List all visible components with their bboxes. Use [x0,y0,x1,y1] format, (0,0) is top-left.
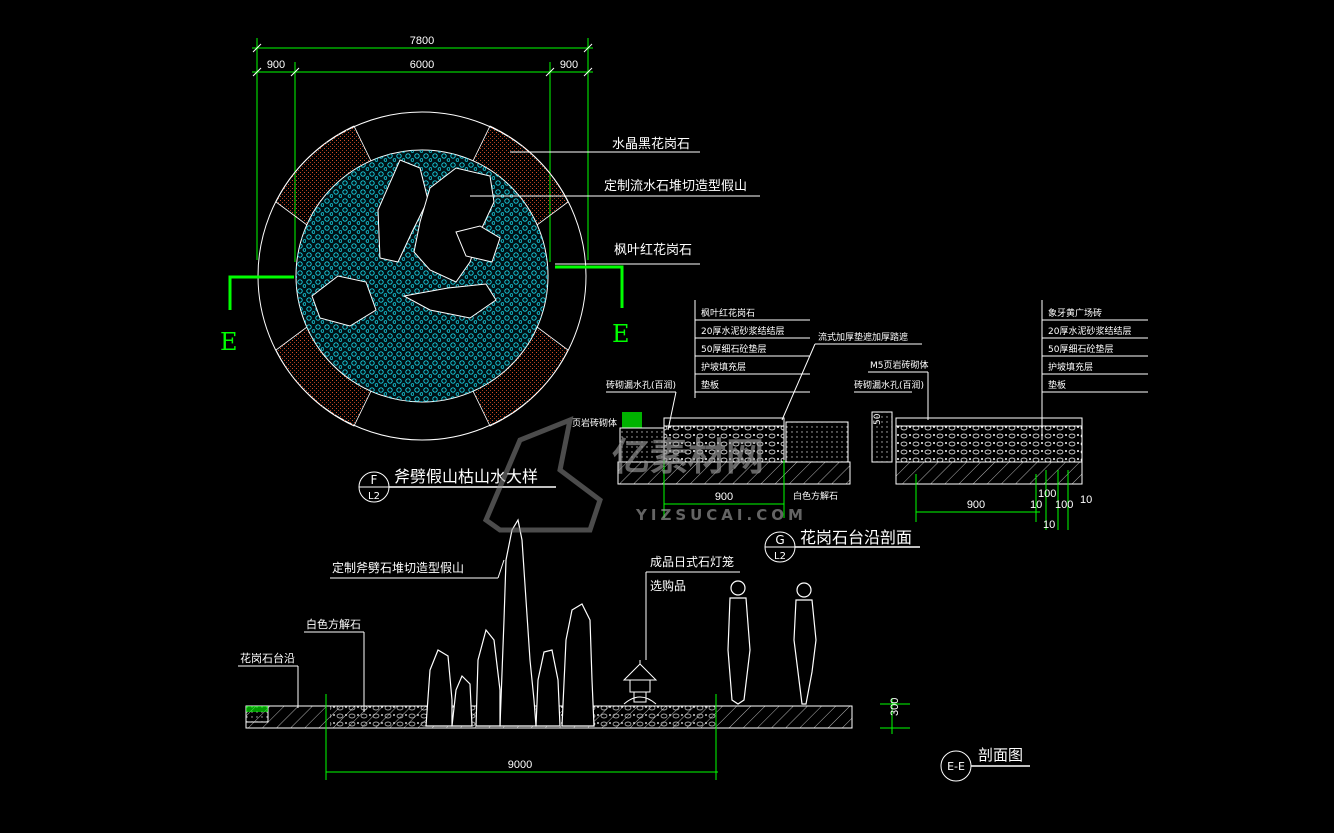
elevation-dimensions: 9000 300 [325,694,910,780]
elevation-lantern-line1: 成品日式石灯笼 [650,554,734,569]
svg-text:枫叶红花岗石: 枫叶红花岗石 [701,307,755,319]
curb-right-labels: 象牙黄广场砖 20厚水泥砂浆结结层 50厚细石砼垫层 护坡填充层 垫板 [1041,300,1148,440]
svg-text:900: 900 [967,499,985,511]
plan-view: 7800 6000 900 900 水晶黑花岗石 定制流水石 [220,35,760,503]
svg-text:L2: L2 [774,551,786,562]
svg-text:100: 100 [1055,499,1073,511]
svg-text:E-E: E-E [947,760,965,773]
svg-text:900: 900 [715,491,733,503]
elevation-curb-label: 花岗石台沿 [240,651,295,665]
svg-text:100: 100 [1038,488,1056,500]
plan-dim-middle: 6000 [410,59,434,71]
svg-text:50厚细石砼垫层: 50厚细石砼垫层 [701,343,766,355]
curb-left-labels: 枫叶红花岗石 20厚水泥砂浆结结层 50厚细石砼垫层 护坡填充层 垫板 [694,300,810,398]
curb-title: G L2 花岗石台沿剖面 [764,528,920,563]
svg-text:护坡填充层: 护坡填充层 [1048,361,1093,373]
curb-title-text: 花岗石台沿剖面 [800,528,912,547]
callout-rockery: 定制流水石堆切造型假山 [604,179,747,194]
plan-dim-total: 7800 [410,35,434,47]
elevation-title: E-E 剖面图 [940,746,1030,782]
callout-maple-red: 枫叶红花岗石 [614,242,692,258]
svg-text:护坡填充层: 护坡填充层 [701,361,746,373]
plan-dim-right: 900 [560,59,578,71]
stone-lantern [622,660,658,705]
svg-text:E: E [220,328,238,356]
watermark-main: 亿素材网 [612,435,764,479]
rockery-elevation [425,518,595,727]
svg-text:G: G [775,533,784,547]
callout-crystal-black: 水晶黑花岗石 [612,136,690,152]
svg-text:垫板: 垫板 [701,379,719,391]
figure-woman [793,582,817,705]
curb-drain-left: 砖砌漏水孔(百润) [606,379,676,391]
svg-text:垫板: 垫板 [1048,379,1066,391]
plan-dim-left: 900 [267,59,285,71]
svg-text:50厚细石砼垫层: 50厚细石砼垫层 [1048,343,1113,355]
section-marker-left: E [220,275,294,356]
granite-segments [275,125,569,427]
curb-left-side-label: 页岩砖砌体 [572,417,617,429]
section-marker-right: E [555,265,630,348]
curb-section: 枫叶红花岗石 20厚水泥砂浆结结层 50厚细石砼垫层 护坡填充层 垫板 象牙黄广… [572,300,1148,563]
elevation-title-text: 剖面图 [978,746,1023,764]
svg-text:20厚水泥砂浆结结层: 20厚水泥砂浆结结层 [1048,325,1131,337]
elevation-dim-width: 9000 [508,759,532,771]
elevation-lantern-line2: 选购品 [650,578,686,593]
elevation-white-stone-label: 白色方解石 [306,617,361,631]
plan-title-text: 斧劈假山枯山水大样 [394,467,538,486]
plan-title: F L2 斧劈假山枯山水大样 [358,467,556,503]
elevation-dim-height: 300 [889,698,901,716]
elevation-rockery-label: 定制斧劈石堆切造型假山 [332,560,464,575]
watermark-sub: YIZSUCAI.COM [635,506,807,524]
curb-dimensions: 900 900 100 100 10 10 10 [663,460,1092,531]
plan-badge-top: F [371,473,378,487]
watermark: 亿素材网 YIZSUCAI.COM [482,415,807,533]
figure-man [727,580,751,705]
curb-m5-label: M5页岩砖砌体 [870,359,929,371]
svg-text:20厚水泥砂浆结结层: 20厚水泥砂浆结结层 [701,325,784,337]
curb-drain-right: 砖砌漏水孔(百润) [854,379,924,391]
svg-text:10: 10 [1030,499,1042,511]
curb-white-stone: 白色方解石 [793,490,838,502]
svg-text:10: 10 [1043,519,1055,531]
rockery-plan [311,159,501,327]
svg-text:象牙黄广场砖: 象牙黄广场砖 [1048,307,1102,319]
plan-badge-bottom: L2 [368,491,380,502]
svg-text:E: E [612,320,630,348]
svg-text:10: 10 [1080,494,1092,506]
plan-dimensions: 7800 6000 900 900 [252,35,593,262]
elevation-view: 定制斧劈石堆切造型假山 白色方解石 花岗石台沿 成品日式石灯笼 选购品 9000… [238,518,1030,782]
curb-top-label: 流式加厚垫遮加厚踏遮 [818,331,908,343]
